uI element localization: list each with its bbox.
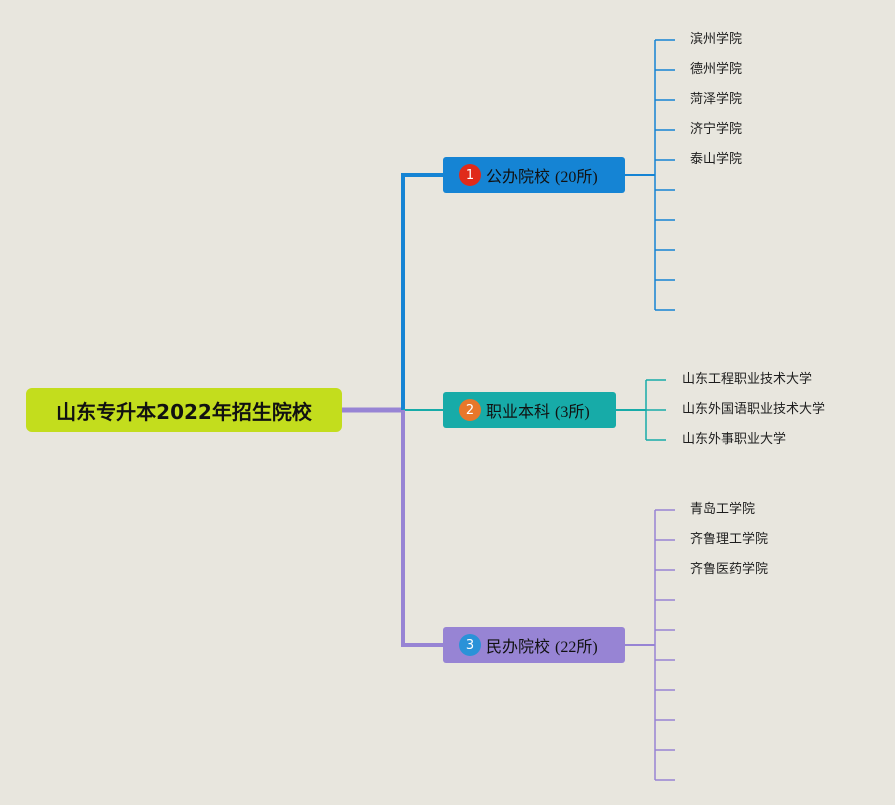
branch-count: (20所)	[555, 169, 598, 186]
leaf-node[interactable]: 济宁学院	[690, 122, 743, 137]
branch-count: (22所)	[555, 639, 598, 656]
branch-1-connector	[401, 173, 443, 410]
number-badge-3: 3	[459, 634, 481, 656]
branch-label: 职业本科	[486, 402, 551, 421]
leaf-node[interactable]: 菏泽学院	[690, 92, 743, 107]
branch-label: 公办院校	[486, 167, 551, 186]
branch-node-vocational[interactable]: 2 职业本科 (3所)	[443, 392, 616, 428]
number-badge-2: 2	[459, 399, 481, 421]
leaf-node[interactable]: 泰山学院	[690, 152, 743, 167]
leaf-node[interactable]: 德州学院	[690, 62, 743, 77]
leaf-node[interactable]: 齐鲁医药学院	[690, 562, 769, 577]
leaf-node[interactable]: 齐鲁理工学院	[690, 532, 769, 547]
leaf-node[interactable]: 山东工程职业技术大学	[682, 372, 813, 387]
root-node[interactable]: 山东专升本2022年招生院校	[26, 388, 342, 432]
branch-label: 民办院校	[486, 637, 551, 656]
branch-3-connector	[401, 410, 443, 647]
leaf-node[interactable]: 青岛工学院	[690, 502, 756, 517]
branch-count: (3所)	[555, 404, 590, 421]
number-badge-1: 1	[459, 164, 481, 186]
branch-node-private[interactable]: 3 民办院校 (22所)	[443, 627, 625, 663]
branch-node-public[interactable]: 1 公办院校 (20所)	[443, 157, 625, 193]
root-title: 山东专升本2022年招生院校	[56, 399, 312, 424]
leaf-node[interactable]: 山东外事职业大学	[682, 432, 787, 447]
leaf-node[interactable]: 滨州学院	[690, 32, 743, 47]
leaf-node[interactable]: 山东外国语职业技术大学	[682, 402, 826, 417]
